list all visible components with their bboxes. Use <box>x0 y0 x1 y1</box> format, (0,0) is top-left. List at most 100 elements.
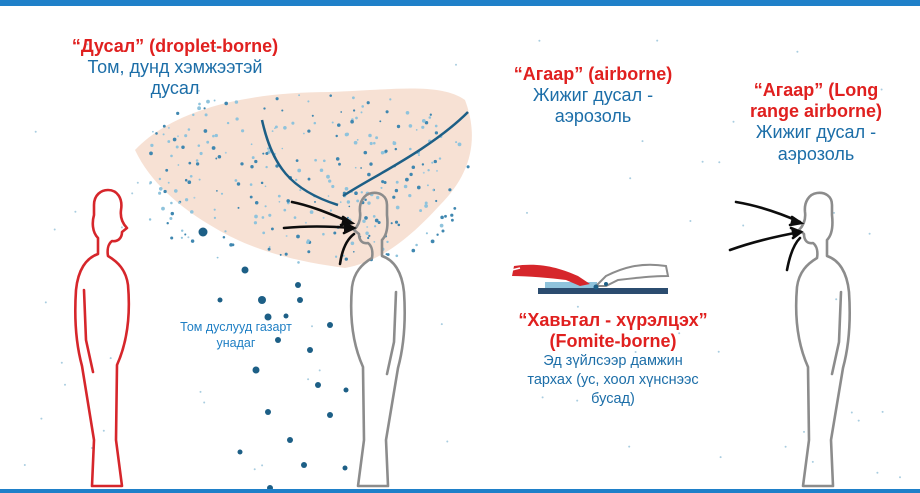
aerosol-dot <box>869 233 871 235</box>
aerosol-dot <box>455 141 457 143</box>
aerosol-dot <box>152 131 154 133</box>
aerosol-dot <box>395 254 398 257</box>
large-droplet-dot <box>284 314 289 319</box>
aerosol-dot <box>455 64 457 66</box>
aerosol-dot <box>200 391 202 393</box>
aerosol-dot <box>427 184 429 186</box>
aerosol-dot <box>458 143 462 147</box>
aerosol-dot <box>689 220 691 222</box>
aerosol-dot <box>269 246 271 248</box>
aerosol-dot <box>35 131 37 133</box>
aerosol-dot <box>436 170 438 172</box>
aerosol-dot <box>200 152 203 155</box>
fomite-borne-label: “Хавьтал - хүрэлцэх” (Fomite-borne) Эд з… <box>478 310 748 409</box>
aerosol-dot <box>262 153 264 155</box>
aerosol-dot <box>261 464 263 466</box>
large-droplet-dot <box>327 412 333 418</box>
aerosol-dot <box>184 234 186 236</box>
aerosol-dot <box>159 178 161 180</box>
aerosol-dot <box>577 306 579 308</box>
aerosol-dot <box>365 231 368 234</box>
person-grey-right <box>796 193 850 486</box>
aerosol-dot <box>336 157 340 161</box>
person-red-left <box>75 190 129 486</box>
aerosol-dot <box>353 109 355 111</box>
aerosol-dot <box>467 165 470 168</box>
aerosol-dot <box>254 468 256 470</box>
aerosol-dot <box>282 148 284 150</box>
aerosol-dot <box>137 182 139 184</box>
aerosol-dot <box>250 183 253 186</box>
aerosol-dot <box>386 110 389 113</box>
aerosol-dot <box>346 133 349 136</box>
aerosol-dot <box>178 164 180 166</box>
aerosol-dot <box>170 202 173 205</box>
aerosol-dot <box>268 248 271 251</box>
aerosol-dot <box>395 221 398 224</box>
aerosol-dot <box>882 411 884 413</box>
aerosol-dot <box>303 133 305 135</box>
aerosol-dot <box>168 182 170 184</box>
aerosol-dot <box>272 130 274 132</box>
aerosol-dot <box>190 210 194 214</box>
aerosol-dot <box>364 198 367 201</box>
aerosol-dot <box>165 169 168 172</box>
aerosol-dot <box>642 140 644 142</box>
fomite-title-2: (Fomite-borne) <box>478 331 748 352</box>
aerosol-dot <box>380 187 382 189</box>
aerosol-dot <box>314 122 317 125</box>
aerosol-dot <box>212 135 215 138</box>
aerosol-dot <box>423 172 425 174</box>
aerosol-dot <box>434 160 437 163</box>
droplet-cloud <box>135 89 472 269</box>
aerosol-dot <box>340 201 342 203</box>
aerosol-dot <box>187 236 189 238</box>
aerosol-dot <box>803 431 805 433</box>
aerosol-dot <box>203 402 205 404</box>
large-droplet-dot <box>258 296 266 304</box>
aerosol-dot <box>163 125 166 128</box>
aerosol-dot <box>333 232 336 235</box>
aerosol-dot <box>656 40 658 42</box>
aerosol-dot <box>121 226 123 228</box>
long-range-desc-2: аэрозоль <box>718 144 914 165</box>
large-droplet-dot <box>199 228 208 237</box>
aerosol-dot <box>356 199 359 202</box>
large-droplet-dot <box>265 409 271 415</box>
ground-droplets-line-2: унадаг <box>146 336 326 352</box>
aerosol-dot <box>450 214 453 217</box>
aerosol-dot <box>265 185 267 187</box>
aerosol-dot <box>177 135 179 137</box>
aerosol-dot <box>241 129 244 132</box>
aerosol-dot <box>307 129 310 132</box>
aerosol-dot <box>398 224 401 227</box>
large-droplet-dot <box>238 450 243 455</box>
aerosol-dot <box>285 253 288 256</box>
aerosol-dot <box>184 134 187 137</box>
aerosol-dot <box>263 107 265 109</box>
aerosol-dot <box>328 195 330 197</box>
aerosol-dot <box>286 199 290 203</box>
aerosol-dot <box>217 257 219 259</box>
aerosol-dot <box>362 219 365 222</box>
aerosol-dot <box>379 120 381 122</box>
aerosol-dot <box>254 160 257 163</box>
aerosol-dot <box>265 205 267 207</box>
fomite-desc-3: бусад) <box>478 390 748 409</box>
aerosol-dot <box>436 234 438 236</box>
aerosol-dot <box>405 178 409 182</box>
aerosol-dot <box>418 154 420 156</box>
aerosol-dot <box>354 191 358 195</box>
aerosol-dot <box>435 125 438 128</box>
aerosol-dot <box>218 155 222 159</box>
aerosol-dot <box>174 189 178 193</box>
aerosol-dot <box>171 212 174 215</box>
aerosol-dot <box>422 163 424 165</box>
aerosol-dot <box>335 256 337 258</box>
aerosol-dot <box>412 249 416 253</box>
aerosol-dot <box>446 441 448 443</box>
aerosol-dot <box>352 96 355 99</box>
aerosol-dot <box>131 192 133 194</box>
aerosol-dot <box>337 123 341 127</box>
aerosol-dot <box>215 158 217 160</box>
